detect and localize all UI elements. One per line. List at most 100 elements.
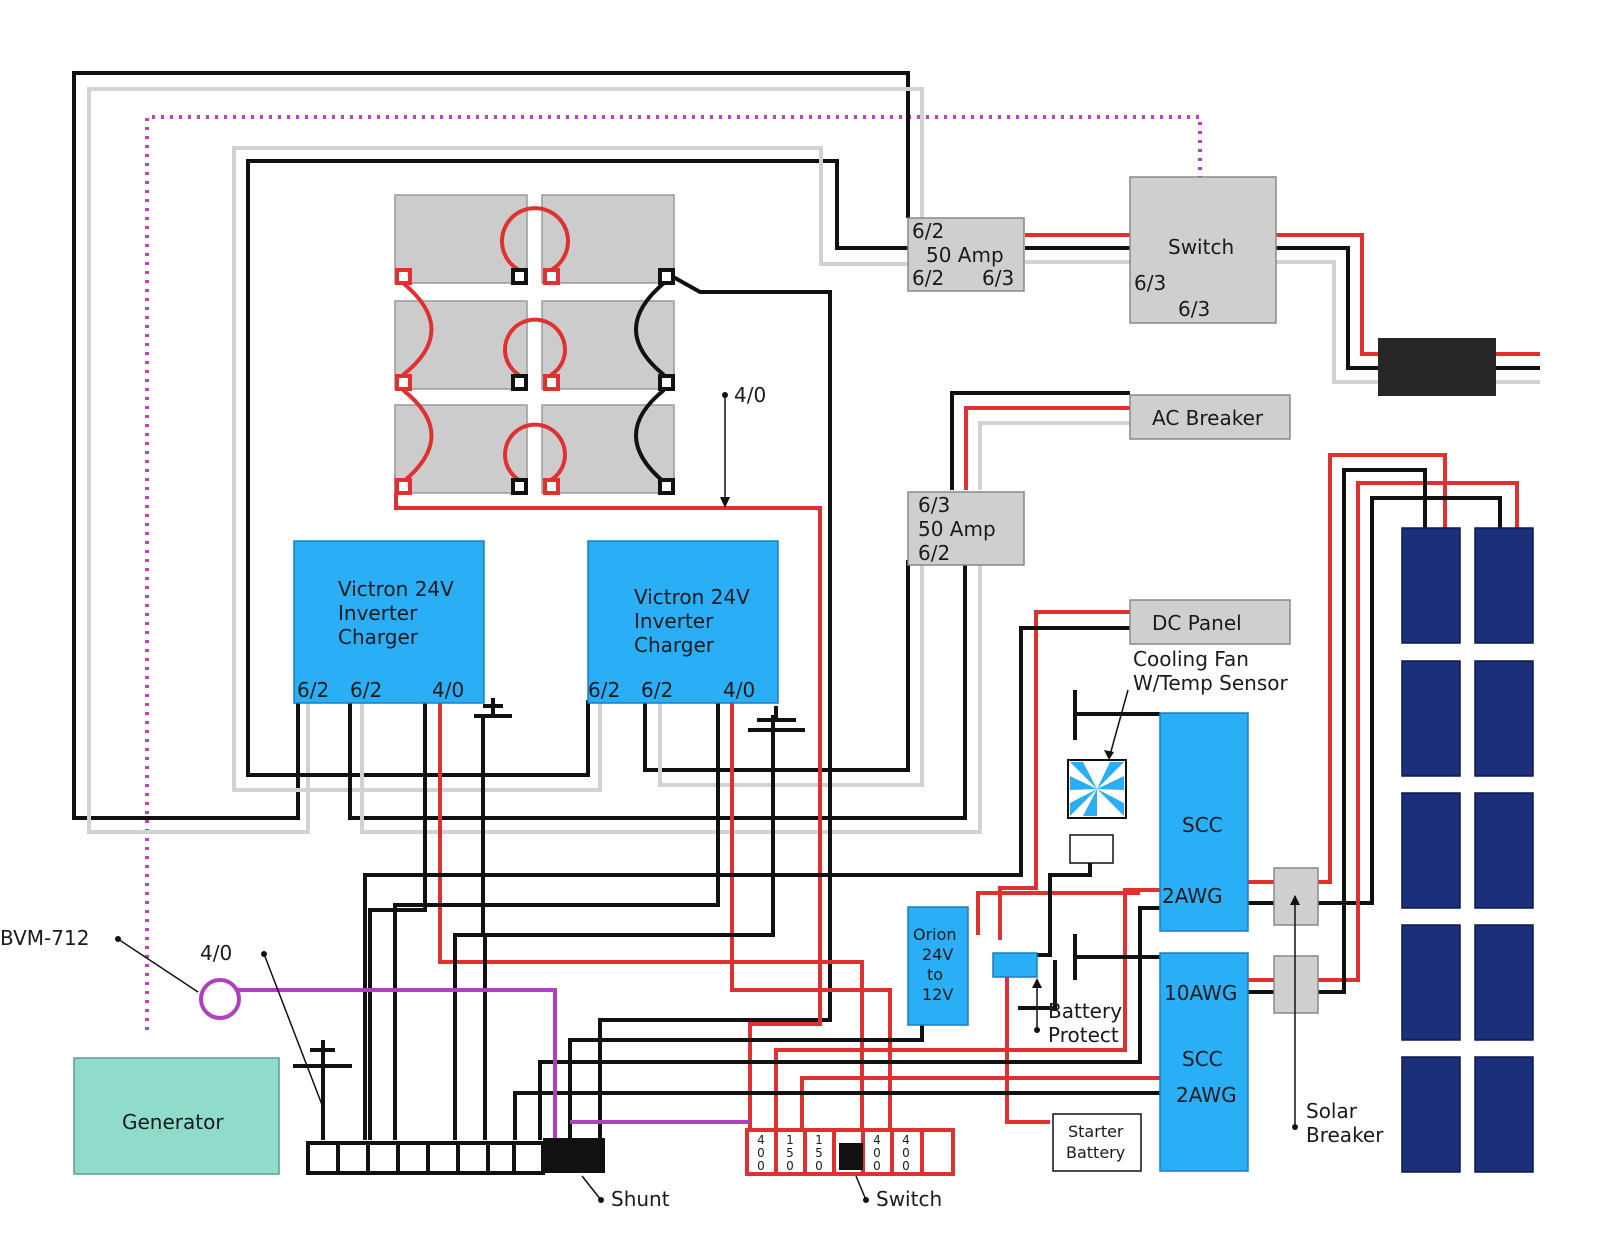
solar-breakers: Solar Breaker xyxy=(1273,867,1384,1147)
solar-panel xyxy=(1401,1056,1461,1173)
orion-line4: 12V xyxy=(922,985,953,1004)
inverter-1-line1: Victron 24V xyxy=(338,577,454,601)
solar-panel xyxy=(1474,792,1534,909)
shore-inlet xyxy=(1378,338,1496,396)
scc-2-gauge-in: 10AWG xyxy=(1164,981,1237,1005)
battery-positive-terminal xyxy=(543,478,560,495)
wires xyxy=(72,71,1540,1140)
scc2-positive-wire xyxy=(800,1076,1160,1130)
scc1-positive-wire xyxy=(774,888,1160,1130)
inverter1-ac-out-wire xyxy=(348,560,967,820)
inverter1-dc-positive-wire xyxy=(438,700,864,1130)
solar-breaker-line1: Solar xyxy=(1306,1099,1358,1123)
ground-icon xyxy=(1073,934,1160,980)
inverter2-chassis-wire xyxy=(483,715,775,1140)
fuse-rating-digit: 0 xyxy=(873,1159,881,1173)
battery-negative-terminal xyxy=(658,478,675,495)
ground-icon xyxy=(474,698,512,718)
negative-bus-bar xyxy=(306,1141,545,1175)
ac-ground-inner-wire xyxy=(232,146,908,792)
scc-2-gauge-out: 2AWG xyxy=(1176,1083,1237,1107)
starter-battery-line2: Battery xyxy=(1066,1143,1125,1162)
battery-monitor: BVM-712 4/0 xyxy=(0,926,325,1111)
breaker-top-gauge-top: 6/2 xyxy=(912,219,944,243)
ac-hot-inner-wire xyxy=(246,159,908,777)
fuse-rating-digit: 0 xyxy=(757,1146,765,1160)
battery-negative-terminal xyxy=(511,374,528,391)
breaker-top-rating: 50 Amp xyxy=(926,243,1004,267)
orion-output-wire xyxy=(976,891,1140,935)
callout-arrow xyxy=(1109,689,1129,756)
starter-battery-line1: Starter xyxy=(1068,1122,1124,1141)
battery-positive-terminal xyxy=(395,268,412,285)
breaker-top-gauge-left: 6/2 xyxy=(912,266,944,290)
breaker-mid: 6/3 50 Amp 6/2 xyxy=(907,491,1025,566)
scc1-pv-negative-wire xyxy=(1240,496,1502,905)
mid-breaker-ac-ground-wire xyxy=(978,421,1130,490)
monitor-sense-wire xyxy=(218,988,557,1140)
battery-positive-terminal xyxy=(395,478,412,495)
transfer-switch-gauge-in: 6/3 xyxy=(1134,271,1166,295)
inverter-1-port3: 4/0 xyxy=(432,678,464,702)
fuse-rating-digit: 5 xyxy=(815,1146,823,1160)
fuse-rating-digit: 4 xyxy=(757,1133,765,1147)
callout-arrow xyxy=(263,953,325,1111)
orion-ground-wire xyxy=(1018,960,1057,1010)
battery-jumper xyxy=(634,281,666,377)
inverter-2-line3: Charger xyxy=(634,633,715,657)
fuse-rating-digit: 0 xyxy=(902,1159,910,1173)
solar-panel xyxy=(1474,1056,1534,1173)
callout-arrowhead xyxy=(1290,895,1300,905)
ac-hot-outer-wire xyxy=(72,71,910,820)
dc-panel-negative-wire xyxy=(363,626,1130,1140)
breaker-mid-gauge-top: 6/3 xyxy=(918,493,950,517)
inverter-2-port1: 6/2 xyxy=(588,678,620,702)
battery-negative-terminal xyxy=(511,478,528,495)
fuse-rating-digit: 0 xyxy=(902,1146,910,1160)
inverter1-dc-negative-wire xyxy=(368,700,427,1140)
battery-negative-main-wire xyxy=(598,272,832,1140)
starter-battery-wire xyxy=(1005,975,1050,1124)
inverter2-ac-out-wire xyxy=(643,560,910,772)
scc2-negative-wire xyxy=(513,1091,1160,1140)
orion-converter: Orion 24V to 12V xyxy=(907,906,969,1026)
solar-panel xyxy=(1474,660,1534,777)
scc-1-gauge: 2AWG xyxy=(1162,884,1223,908)
inverter-2-port2: 6/2 xyxy=(641,678,673,702)
dc-panel-label: DC Panel xyxy=(1152,611,1242,635)
breaker-mid-rating: 50 Amp xyxy=(918,517,996,541)
shunt-body xyxy=(543,1138,605,1173)
inverter-1-port1: 6/2 xyxy=(297,678,329,702)
battery-negative-terminal xyxy=(658,374,675,391)
transfer-switch-gauge-out: 6/3 xyxy=(1178,297,1210,321)
cooling-fan: Cooling Fan W/Temp Sensor xyxy=(1067,647,1289,864)
transfer-switch: Switch 6/3 6/3 xyxy=(1129,176,1277,324)
battery-jumper xyxy=(503,422,567,482)
breaker-top: 6/2 50 Amp 6/2 6/3 xyxy=(907,217,1025,292)
battery-cell xyxy=(394,194,528,284)
solar-panel xyxy=(1401,527,1461,644)
battery-cable-label: 4/0 xyxy=(734,383,766,407)
scc2-pv-negative-wire xyxy=(1240,468,1427,994)
battery-negative-terminal xyxy=(658,268,675,285)
inverter1-ac-ground-wire xyxy=(360,560,982,834)
battery-jumper xyxy=(401,388,434,484)
inverter-1-port2: 6/2 xyxy=(350,678,382,702)
callout-arrowhead xyxy=(1104,750,1114,760)
ac-breaker: AC Breaker xyxy=(1129,394,1291,440)
battery-jumper xyxy=(401,281,434,377)
ac-breaker-label: AC Breaker xyxy=(1152,406,1264,430)
fuse-switch-body xyxy=(839,1143,863,1170)
ground-icon xyxy=(1073,690,1160,740)
solar-panel xyxy=(1474,924,1534,1041)
fuse-rating-digit: 1 xyxy=(786,1133,794,1147)
monitor-label: BVM-712 xyxy=(0,926,89,950)
inverter-2-line2: Inverter xyxy=(634,609,714,633)
battery-positive-terminal xyxy=(543,374,560,391)
solar-panel xyxy=(1401,792,1461,909)
inverter-2: Victron 24V Inverter Charger 6/2 6/2 4/0 xyxy=(587,540,779,704)
dc-panel-positive-wire xyxy=(998,610,1130,940)
orion-input-negative-wire xyxy=(568,1015,924,1140)
